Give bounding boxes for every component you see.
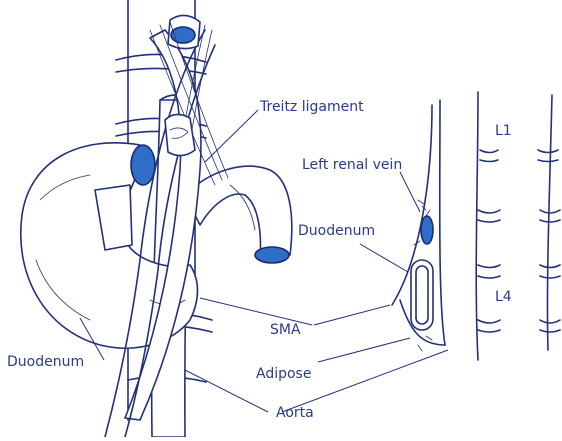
label-treitz-ligament: Treitz ligament — [260, 99, 364, 115]
label-duodenum-front: Duodenum — [7, 354, 84, 370]
label-left-renal-vein: Left renal vein — [302, 157, 402, 173]
sagittal-view — [392, 100, 445, 351]
label-sma: SMA — [270, 322, 301, 338]
duodenal-loop-right — [185, 166, 292, 263]
spine-sagittal — [476, 92, 560, 360]
label-l1: L1 — [495, 123, 512, 139]
label-l4: L4 — [495, 289, 512, 305]
label-aorta: Aorta — [276, 405, 314, 421]
label-adipose: Adipose — [256, 366, 311, 382]
label-duodenum-sagittal: Duodenum — [298, 223, 375, 239]
